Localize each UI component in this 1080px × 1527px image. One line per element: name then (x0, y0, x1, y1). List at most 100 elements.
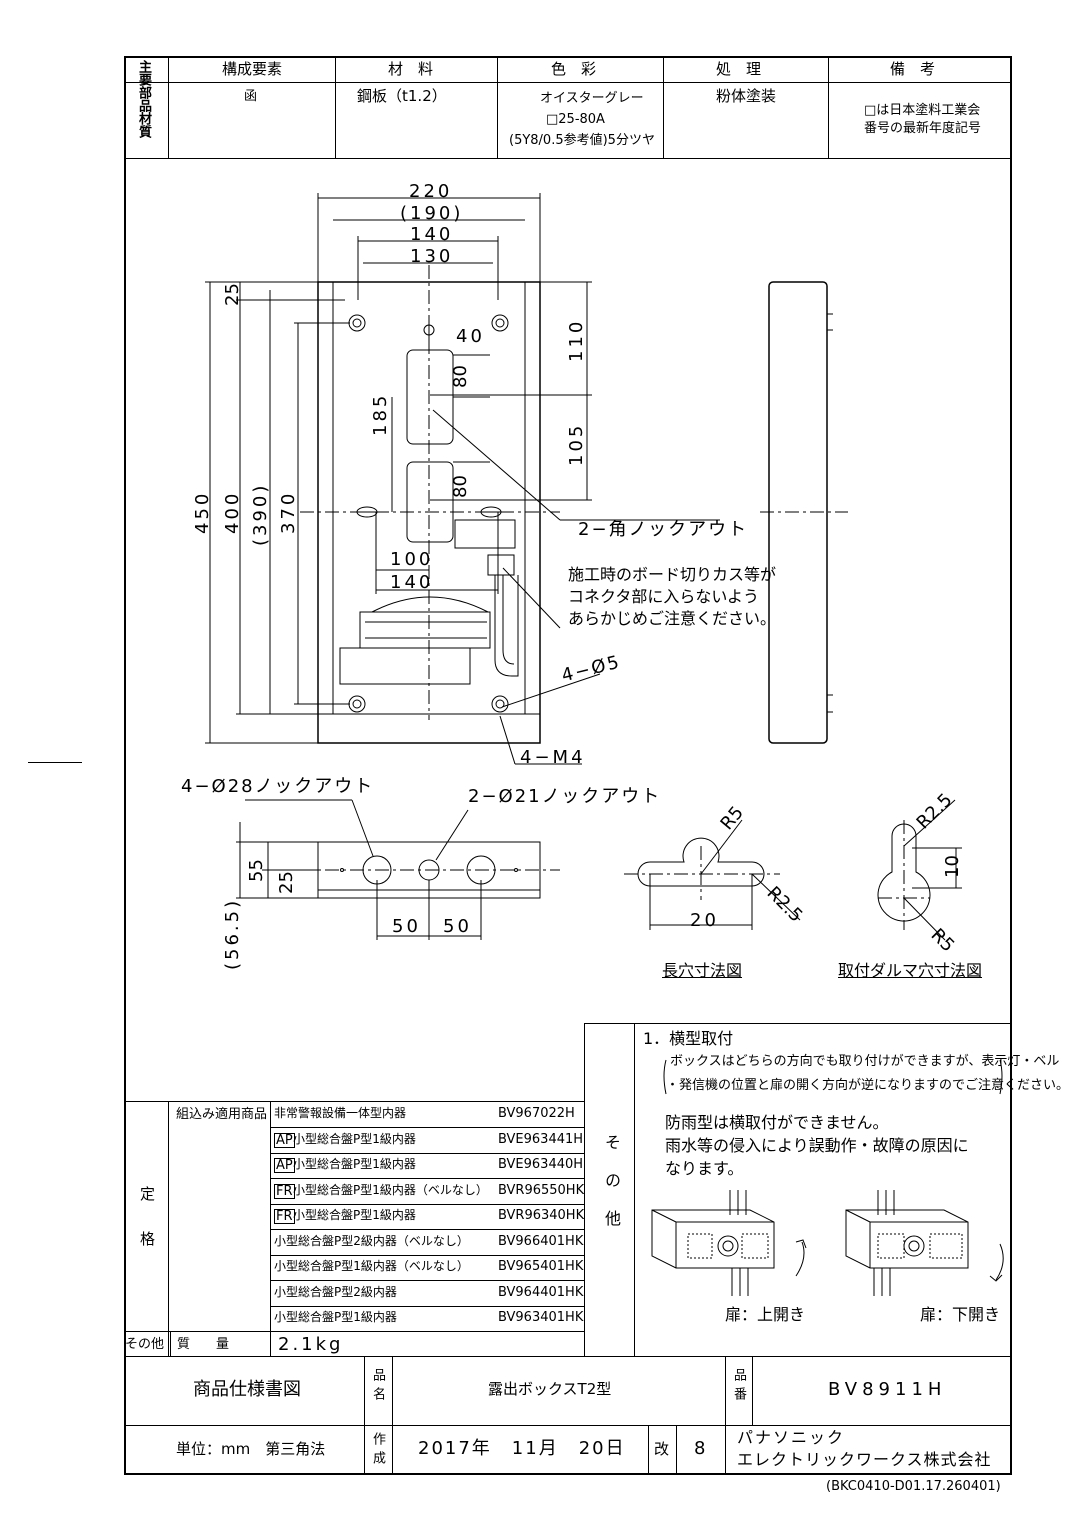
treatment-value: 粉体塗装 (716, 87, 777, 105)
remarks-line-2: 番号の最新年度記号 (864, 121, 982, 136)
materials-bottom-line (124, 158, 1012, 159)
header-treatment: 処 理 (716, 60, 762, 78)
header-remarks: 備 考 (890, 60, 936, 78)
product-name: 小型総合盤P型2級内器（ベルなし） (274, 1233, 469, 1248)
product-prefix-badge: FR (274, 1209, 295, 1224)
date: 2017年 11月 20日 (418, 1438, 626, 1459)
products-header: 組込み適用商品 (176, 1107, 268, 1122)
caution-line-2: コネクタ部に入らないよう (568, 587, 760, 606)
product-name: 小型総合盤P型1級内器 (293, 1208, 416, 1222)
doc-type: 商品仕様書図 (193, 1379, 301, 1400)
product-code: BV965401HK (498, 1259, 584, 1274)
dim-110: 110 (566, 318, 587, 362)
dim-25: 25 (222, 283, 243, 306)
dim-140: 140 (410, 224, 454, 245)
dim-220: 220 (409, 181, 453, 202)
product-code: BV966401HK (498, 1233, 584, 1249)
dim-130: 130 (410, 246, 454, 267)
dim-450: 450 (192, 490, 213, 534)
dim-390: (390) (250, 482, 271, 546)
dim-25-bottom: 25 (276, 871, 297, 894)
dim-56-5: (56.5) (222, 897, 243, 970)
note-phi28-knockout: 4−Ø28ノックアウト (181, 776, 375, 797)
header-material: 材 料 (388, 60, 434, 78)
product-code: BV967022H (498, 1106, 575, 1121)
color-line-2: □25-80A (546, 112, 605, 127)
dim-50-right: 50 (443, 916, 472, 937)
remarks-line-1: □は日本塗料工業会 (864, 103, 981, 118)
rev-label: 改 (654, 1440, 670, 1458)
company-line-2: エレクトリックワークス株式会社 (737, 1450, 992, 1469)
product-prefix-badge: AP (274, 1132, 295, 1148)
materials-side-label: 主要部品材質 (136, 60, 151, 138)
note-square-knockout: 2−角ノックアウト (578, 519, 749, 540)
dim-100: 100 (390, 549, 434, 570)
product-name: 小型総合盤P型1級内器 (274, 1310, 397, 1324)
warning-line-3: なります。 (665, 1159, 744, 1178)
other-item-title: 1．横型取付 (643, 1029, 734, 1048)
mass-value: 2.1kg (278, 1334, 344, 1355)
dim-185: 185 (370, 392, 391, 436)
dim-55: 55 (246, 859, 267, 882)
specs-side-label: 定格 (138, 1186, 156, 1276)
product-name: 小型総合盤P型1級内器（ベルなし） (293, 1182, 488, 1197)
bracket-line-1: ボックスはどちらの方向でも取り付けができますが、表示灯・ベル (670, 1054, 1060, 1069)
product-name: 非常警報設備一体型内器 (274, 1106, 407, 1120)
dim-105: 105 (566, 422, 587, 466)
component-value: 函 (244, 89, 258, 104)
keyhole-caption: 取付ダルマ穴寸法図 (838, 961, 983, 980)
header-component: 構成要素 (222, 60, 283, 78)
material-value: 鋼板（t1.2） (357, 87, 447, 105)
dim-140-lower: 140 (390, 572, 434, 593)
rev-number: 8 (694, 1438, 706, 1459)
product-code: BV8911H (828, 1379, 947, 1400)
materials-header-line (124, 82, 1012, 83)
dim-80-lower: 80 (450, 475, 471, 498)
product-name: 小型総合盤P型1級内器 (293, 1157, 416, 1171)
product-code: BV964401HK (498, 1284, 584, 1300)
slot-caption: 長穴寸法図 (662, 961, 743, 980)
note-phi21-knockout: 2−Ø21ノックアウト (468, 786, 662, 807)
door-down-caption: 扉：下開き (920, 1305, 1001, 1324)
footer-code: (BKC0410-D01.17.260401) (826, 1479, 1001, 1494)
caution-line-3: あらかじめご注意ください。 (568, 609, 777, 628)
dim-keyhole-10: 10 (942, 855, 963, 878)
product-prefix-badge: FR (274, 1183, 295, 1199)
product-name: 小型総合盤P型1級内器 (293, 1131, 416, 1146)
code-label: 品番 (731, 1368, 746, 1406)
color-line-1: オイスターグレー (540, 91, 644, 106)
bracket-line-2: ・発信機の位置と扉の開く方向が逆になりますのでご注意ください。 (666, 1078, 1070, 1093)
dim-40: 40 (456, 326, 485, 347)
header-color: 色 彩 (551, 60, 597, 78)
product-code: BVE963441H (498, 1131, 584, 1147)
mass-label: 質 量 (177, 1337, 230, 1352)
margin-mark (28, 762, 82, 763)
product-code: BV963401HK (498, 1310, 584, 1325)
name-label: 品名 (370, 1368, 385, 1406)
unit-method: 単位：mm 第三角法 (176, 1440, 326, 1458)
made-label: 作成 (370, 1432, 385, 1470)
drawing-frame (124, 56, 1012, 1475)
product-name: 露出ボックスT2型 (488, 1380, 612, 1398)
caution-line-1: 施工時のボード切りカス等が (568, 565, 777, 584)
product-prefix-badge: AP (274, 1158, 295, 1173)
color-line-3: (5Y8/0.5参考値)5分ツヤ (509, 133, 655, 148)
door-up-caption: 扉：上開き (725, 1305, 806, 1324)
product-code: BVR96340HK (498, 1208, 585, 1223)
dim-190: (190) (400, 203, 464, 224)
product-name: 小型総合盤P型2級内器 (274, 1284, 397, 1299)
dim-slot-20: 20 (690, 910, 719, 931)
note-4m4: 4−M4 (520, 747, 586, 768)
product-code: BVE963440H (498, 1157, 584, 1172)
other-side-label: その他 (602, 1134, 621, 1248)
warning-line-2: 雨水等の侵入により誤動作・故障の原因に (665, 1136, 969, 1155)
dim-80-upper: 80 (450, 365, 471, 388)
dim-50-left: 50 (392, 916, 421, 937)
company-line-1: パナソニック (737, 1428, 846, 1447)
other-row-label: その他 (125, 1337, 165, 1352)
dim-370: 370 (278, 490, 299, 534)
product-code: BVR96550HK (498, 1182, 585, 1198)
product-name: 小型総合盤P型1級内器（ベルなし） (274, 1259, 469, 1273)
dim-400: 400 (222, 490, 243, 534)
